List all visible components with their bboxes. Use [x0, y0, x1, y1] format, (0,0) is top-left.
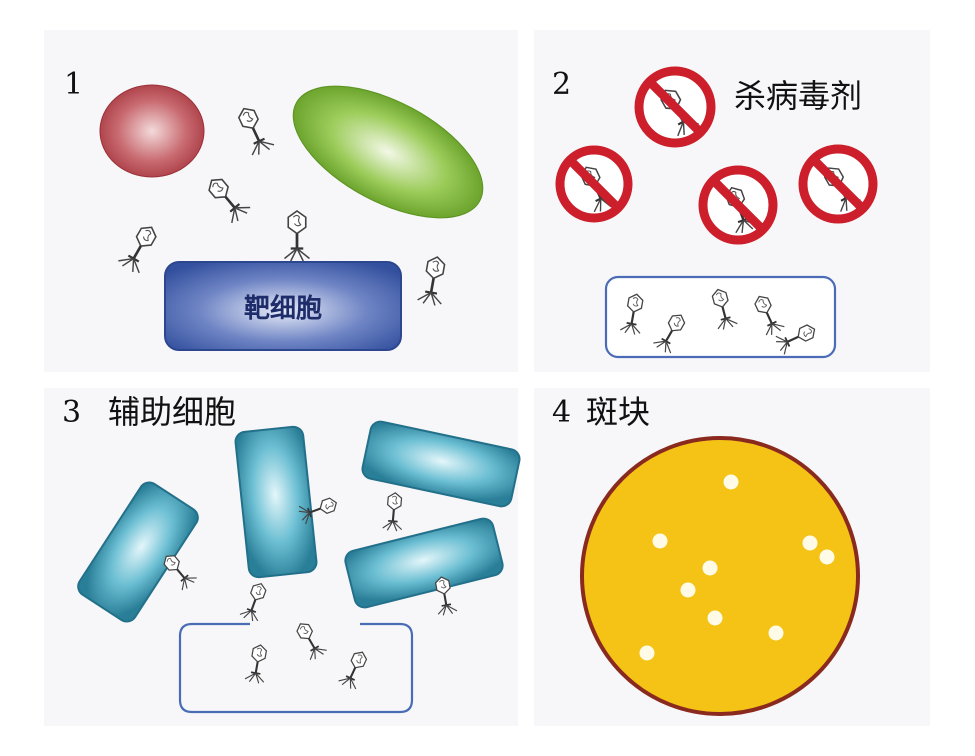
- helper-cell-label: 辅助细胞: [108, 393, 237, 431]
- phage-icon: [115, 220, 164, 277]
- phage-icon: [238, 579, 272, 624]
- culture-plate: [580, 436, 860, 716]
- green-cell: [292, 85, 484, 219]
- plaque-dot: [707, 610, 723, 626]
- phage-icon: [381, 490, 406, 533]
- panel-4-number: 4: [552, 395, 572, 430]
- plaque-dot: [680, 582, 696, 598]
- plaque-dot: [652, 533, 668, 549]
- target-cell-open-outline: [178, 622, 414, 714]
- red-cell: [99, 84, 205, 178]
- phage-icon: [243, 642, 272, 686]
- panel-2-number: 2: [552, 67, 572, 102]
- plaque-dot: [802, 535, 818, 551]
- prohibition-icon: [634, 66, 716, 148]
- plaque-dot: [723, 474, 739, 490]
- helper-cell: [344, 517, 504, 609]
- prohibition-icon: [698, 165, 778, 245]
- plaque-dot: [819, 549, 835, 565]
- target-cell-outline: [604, 275, 837, 359]
- phage-icon: [283, 209, 311, 263]
- plaque-dot: [639, 645, 655, 661]
- phage-icon: [415, 253, 451, 308]
- helper-cell: [77, 481, 199, 623]
- helper-cell: [234, 425, 318, 579]
- phage-icon: [201, 171, 254, 227]
- panel-3-number: 3: [62, 395, 82, 430]
- target-cell-label: 靶细胞: [243, 293, 322, 324]
- helper-cell: [361, 420, 521, 508]
- phage-icon: [336, 647, 373, 692]
- prohibition-icon: [555, 145, 633, 223]
- plaque-group: [639, 474, 835, 661]
- phage-icon: [291, 618, 329, 663]
- prohibition-icon: [798, 144, 878, 224]
- plaque-label: 斑块: [586, 393, 651, 431]
- target-cell: [164, 261, 402, 351]
- plaque-dot: [768, 625, 784, 641]
- virucide-label: 杀病毒剂: [734, 77, 863, 115]
- plaque-dot: [702, 560, 718, 576]
- phage-icon: [231, 102, 277, 159]
- panel-1-number: 1: [64, 67, 84, 102]
